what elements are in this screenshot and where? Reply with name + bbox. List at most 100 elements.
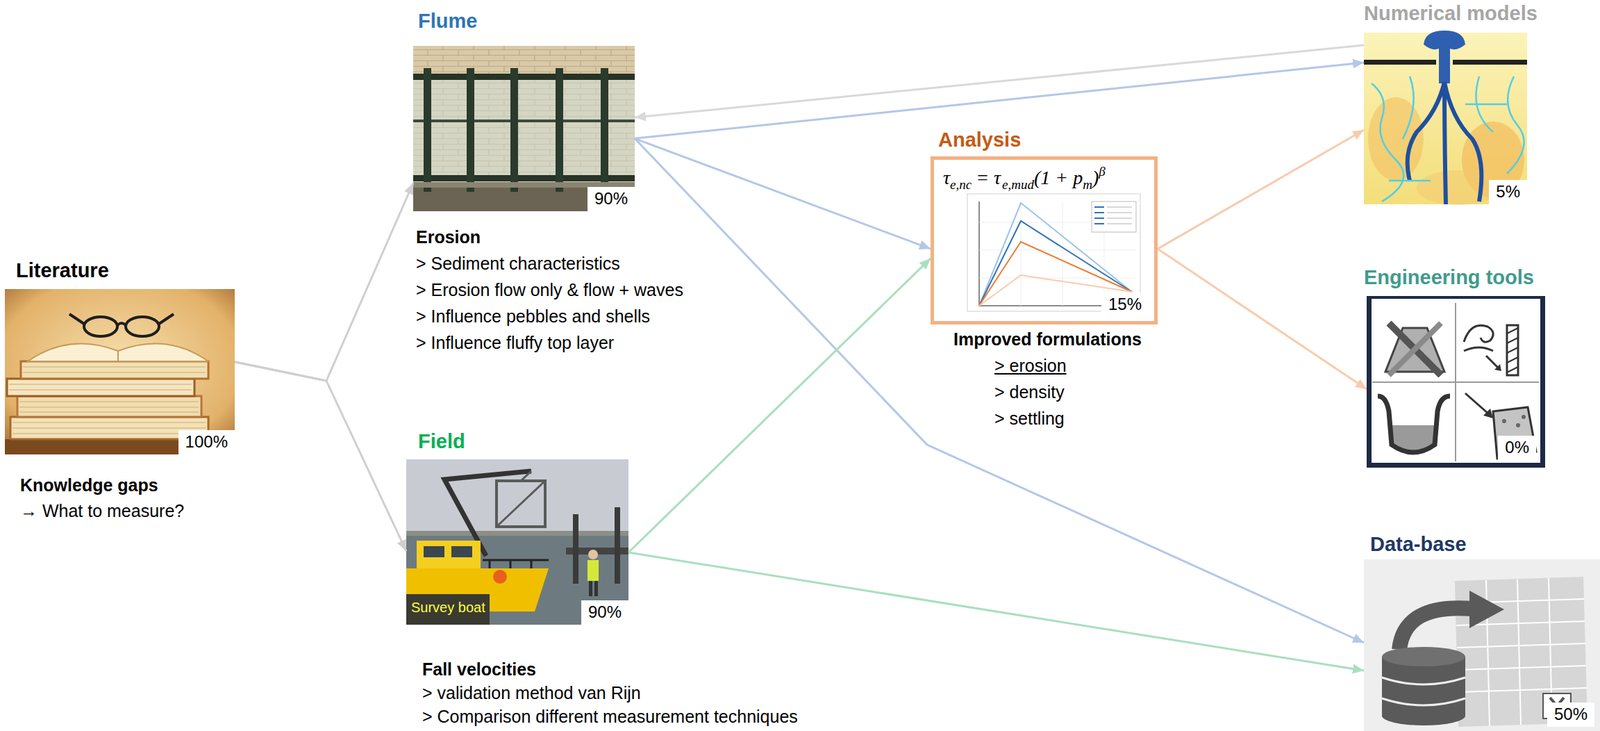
numerical-model-image-part — [1423, 30, 1466, 84]
numerical-model-image-part — [1368, 97, 1424, 181]
books-photo-part — [27, 343, 209, 362]
numerical-model-image-part — [1363, 59, 1437, 65]
heading-text: Knowledge gaps — [20, 474, 159, 496]
bullet-text: > validation method van Rijn — [422, 681, 641, 703]
node-title: Field — [418, 429, 466, 454]
chart-plot-part — [979, 201, 1136, 306]
numerical-models-node: Numerical models5% — [1363, 32, 1528, 205]
field-photo-part — [594, 580, 598, 596]
bullet-text: > Comparison different measurement techn… — [422, 705, 798, 727]
flow-arrow — [634, 62, 1364, 139]
engineering-icons-part — [1506, 327, 1519, 373]
database-image-part — [1399, 607, 1473, 650]
books-photo-part — [9, 384, 192, 390]
literature-node: Literature100%Knowledge gaps→ What to me… — [4, 288, 235, 455]
books-photo-part — [19, 401, 199, 412]
engineering-icons-part — [1515, 422, 1521, 428]
formula-part: e,mud — [1002, 177, 1035, 192]
node-title: Numerical models — [1363, 1, 1538, 26]
engineering-icons-part — [1463, 325, 1494, 342]
field-photo-part — [406, 535, 629, 625]
heading-text: Fall velocities — [422, 658, 537, 680]
flume-photo-part — [510, 68, 519, 192]
field-photo-part — [451, 545, 473, 557]
books-photo — [4, 288, 235, 455]
node-title: Analysis — [938, 127, 1021, 153]
field-photo-part — [482, 559, 549, 569]
books-photo-part — [125, 316, 160, 337]
field-photo-part — [587, 559, 599, 581]
bullet-text: > Influence fluffy top layer — [415, 331, 614, 353]
formula-part: τ — [943, 166, 950, 189]
numerical-model-image-part — [1407, 81, 1482, 205]
numerical-model-image-part — [1416, 170, 1500, 205]
formula-part: ) — [1092, 166, 1099, 189]
engineering-icons-part — [1388, 322, 1441, 375]
numerical-model-image — [1363, 30, 1528, 205]
flow-arrow — [628, 552, 1364, 671]
field-photo-part — [416, 540, 481, 569]
chart-plot-part — [979, 201, 1136, 306]
database-image — [1363, 559, 1600, 731]
field-photo-part — [588, 580, 593, 596]
bullet-text: > erosion — [994, 354, 1067, 376]
bullet-text: > settling — [994, 407, 1065, 429]
field-photo-part — [406, 530, 629, 537]
flume-photo — [413, 45, 635, 212]
flow-arrow — [634, 45, 1364, 118]
progress-percent: 100% — [178, 429, 235, 455]
formula-part: = τ — [975, 166, 1001, 189]
node-title: Engineering tools — [1363, 265, 1535, 290]
progress-percent: 0% — [1497, 435, 1537, 460]
engineering-icons-part — [1465, 393, 1489, 414]
chart-plot-part — [1091, 201, 1137, 232]
books-photo-part — [20, 361, 209, 379]
bullet-text: > Erosion flow only & flow + waves — [415, 279, 684, 300]
database-image-part — [1381, 677, 1466, 705]
database-image-part — [1381, 646, 1466, 666]
progress-percent: 90% — [581, 600, 629, 625]
formula-part: e,nc — [950, 177, 972, 192]
engineering-icons-part — [1521, 414, 1526, 419]
engineering-icons-part — [1463, 347, 1494, 351]
flow-arrow — [634, 138, 931, 249]
field-photo-part — [588, 549, 598, 560]
flume-photo-part — [600, 68, 609, 192]
photo-caption: Survey boat — [411, 598, 486, 616]
books-photo-part — [6, 378, 195, 396]
books-photo-part — [12, 422, 206, 434]
progress-percent: 15% — [1101, 292, 1149, 317]
field-photo-part — [614, 506, 621, 584]
books-photo-part — [22, 366, 206, 373]
field-photo — [406, 459, 629, 625]
flow-arrow — [234, 183, 414, 382]
heading-text: Improved formulations — [953, 328, 1142, 350]
flow-arrow — [1157, 248, 1367, 389]
flume-node: Flume90%Erosion> Sediment characteristic… — [413, 45, 635, 212]
field-photo-part — [423, 545, 445, 557]
engineering-icons-part — [1483, 408, 1494, 419]
formula-part: (1 + p — [1034, 166, 1083, 189]
field-photo-part — [572, 513, 579, 584]
engineering-icons-part — [1377, 395, 1450, 453]
engineering-icons-part — [1388, 322, 1441, 375]
formula-part: β — [1098, 163, 1105, 179]
chart-plot-part — [979, 202, 1132, 306]
flow-arrow — [234, 361, 407, 551]
engineering-icons-part — [1506, 325, 1519, 375]
database-image-part — [1381, 705, 1466, 725]
field-photo-part — [406, 593, 490, 625]
database-image-part — [1469, 590, 1505, 628]
engineering-icons — [1372, 302, 1539, 462]
engineering-icons-part — [1502, 418, 1507, 423]
flow-arrow — [1157, 129, 1364, 249]
chart-plot-part — [1094, 206, 1105, 224]
node-title: Data-base — [1370, 531, 1467, 557]
database-node: Data-base50% — [1363, 559, 1600, 731]
engineering-icons-part — [1494, 363, 1502, 371]
flume-photo-part — [423, 68, 432, 192]
database-image-part — [1363, 559, 1600, 731]
